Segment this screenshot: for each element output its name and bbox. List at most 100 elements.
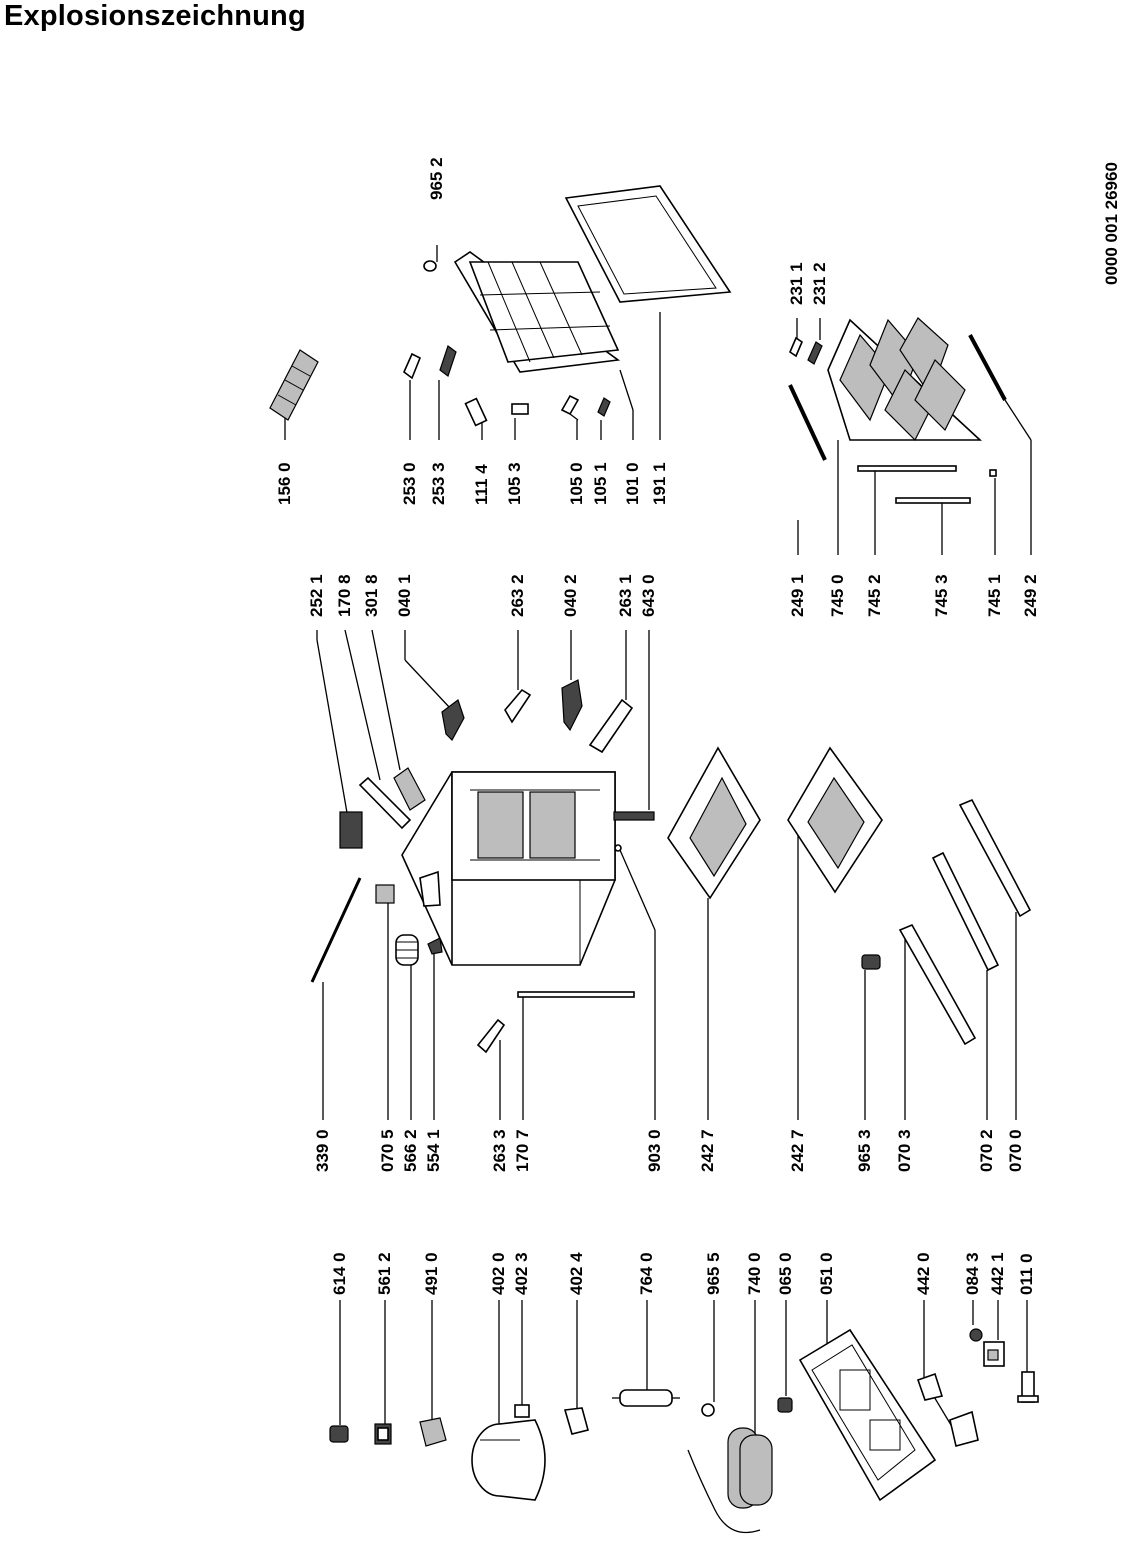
part-253-0 <box>403 352 422 380</box>
svg-text:070 0: 070 0 <box>1006 1129 1025 1172</box>
svg-text:065 0: 065 0 <box>776 1252 795 1295</box>
label-614-0: 614 0 <box>330 1252 349 1425</box>
label-040-2: 040 2 <box>561 574 580 680</box>
part-965-3 <box>861 954 881 970</box>
part-263-2 <box>504 688 532 724</box>
label-965-3: 965 3 <box>855 970 874 1172</box>
drawing-number: 0000 001 26960 <box>1102 162 1121 285</box>
svg-text:170 8: 170 8 <box>335 574 354 617</box>
part-745-1 <box>989 469 997 477</box>
part-442-1 <box>983 1341 1005 1367</box>
part-242-7-lower-basket <box>787 746 883 894</box>
part-252-1 <box>339 811 363 849</box>
svg-text:965 3: 965 3 <box>855 1129 874 1172</box>
label-101-0: 101 0 <box>619 369 642 505</box>
part-442-0-relay <box>916 1372 979 1447</box>
label-231-1: 231 1 <box>787 262 806 340</box>
svg-text:252 1: 252 1 <box>307 574 326 617</box>
part-402-0-compressor <box>471 1404 546 1501</box>
svg-text:156 0: 156 0 <box>275 462 294 505</box>
part-105-3 <box>511 403 529 415</box>
svg-text:965 2: 965 2 <box>427 157 446 200</box>
svg-text:740 0: 740 0 <box>745 1252 764 1295</box>
part-111-4 <box>464 397 488 427</box>
label-740-0: 740 0 <box>745 1252 764 1440</box>
part-170-8 <box>358 776 412 830</box>
part-191-1-gasket <box>564 185 732 303</box>
part-253-3 <box>439 345 457 377</box>
label-170-8: 170 8 <box>335 574 381 781</box>
part-965-2 <box>423 260 437 272</box>
part-105-0 <box>560 394 580 421</box>
label-231-2: 231 2 <box>810 262 829 340</box>
svg-text:263 2: 263 2 <box>508 574 527 617</box>
svg-text:903 0: 903 0 <box>645 1129 664 1172</box>
svg-text:745 1: 745 1 <box>985 574 1004 617</box>
svg-text:070 2: 070 2 <box>977 1129 996 1172</box>
label-070-3: 070 3 <box>895 935 914 1172</box>
svg-text:242 7: 242 7 <box>698 1129 717 1172</box>
label-442-1: 442 1 <box>988 1252 1007 1340</box>
label-070-2: 070 2 <box>977 970 996 1172</box>
label-249-1: 249 1 <box>788 520 807 617</box>
svg-text:051 0: 051 0 <box>817 1252 836 1295</box>
svg-text:442 0: 442 0 <box>914 1252 933 1295</box>
part-231-1 <box>789 336 803 358</box>
part-263-3 <box>476 1018 506 1054</box>
part-561-2 <box>374 1423 392 1445</box>
part-070-5 <box>375 884 395 904</box>
label-402-0: 402 0 <box>489 1252 508 1430</box>
part-745-2 <box>857 465 957 472</box>
part-554-1 <box>427 937 443 955</box>
svg-text:101 0: 101 0 <box>623 462 642 505</box>
svg-text:561 2: 561 2 <box>375 1252 394 1295</box>
label-040-1: 040 1 <box>395 574 451 709</box>
label-263-2: 263 2 <box>508 574 527 690</box>
label-070-5: 070 5 <box>378 900 397 1172</box>
label-764-0: 764 0 <box>637 1252 656 1392</box>
svg-text:105 3: 105 3 <box>505 462 524 505</box>
svg-text:105 1: 105 1 <box>591 462 610 505</box>
svg-text:339 0: 339 0 <box>313 1129 332 1172</box>
svg-text:301 8: 301 8 <box>362 574 381 617</box>
svg-text:105 0: 105 0 <box>567 462 586 505</box>
svg-text:253 3: 253 3 <box>429 462 448 505</box>
part-065-0 <box>777 1397 793 1413</box>
label-965-5: 965 5 <box>704 1252 723 1402</box>
part-263-1 <box>588 698 634 754</box>
label-263-3-center: 263 3 <box>490 1040 509 1172</box>
label-253-3: 253 3 <box>429 380 448 505</box>
part-070-2 <box>931 851 1000 972</box>
svg-text:111 4: 111 4 <box>472 464 491 505</box>
svg-text:231 2: 231 2 <box>810 262 829 305</box>
svg-text:442 1: 442 1 <box>988 1252 1007 1295</box>
svg-text:249 2: 249 2 <box>1021 574 1040 617</box>
part-740-0-condenser <box>687 1427 773 1534</box>
part-231-2 <box>807 341 823 365</box>
part-301-8 <box>393 767 426 811</box>
label-242-7-upper: 242 7 <box>698 898 717 1172</box>
part-170-7-strip <box>517 991 635 998</box>
svg-text:170 7: 170 7 <box>513 1129 532 1172</box>
svg-text:745 3: 745 3 <box>932 574 951 617</box>
svg-text:253 0: 253 0 <box>400 462 419 505</box>
part-566-2-spring <box>395 934 419 966</box>
label-105-0: 105 0 <box>567 420 586 505</box>
svg-text:070 3: 070 3 <box>895 1129 914 1172</box>
part-745-3 <box>895 497 971 504</box>
svg-text:040 2: 040 2 <box>561 574 580 617</box>
label-156-0: 156 0 <box>275 415 294 505</box>
label-554-1: 554 1 <box>424 950 443 1172</box>
label-249-2: 249 2 <box>1004 399 1040 617</box>
svg-text:402 0: 402 0 <box>489 1252 508 1295</box>
page-title: Explosionszeichnung <box>4 0 306 32</box>
svg-text:965 5: 965 5 <box>704 1252 723 1295</box>
label-253-0: 253 0 <box>400 380 419 505</box>
svg-text:643 0: 643 0 <box>639 574 658 617</box>
label-170-7: 170 7 <box>513 995 532 1172</box>
svg-text:745 2: 745 2 <box>865 574 884 617</box>
label-402-4: 402 4 <box>567 1252 586 1408</box>
part-011-0-foot <box>1017 1371 1039 1403</box>
label-051-0: 051 0 <box>817 1252 836 1345</box>
